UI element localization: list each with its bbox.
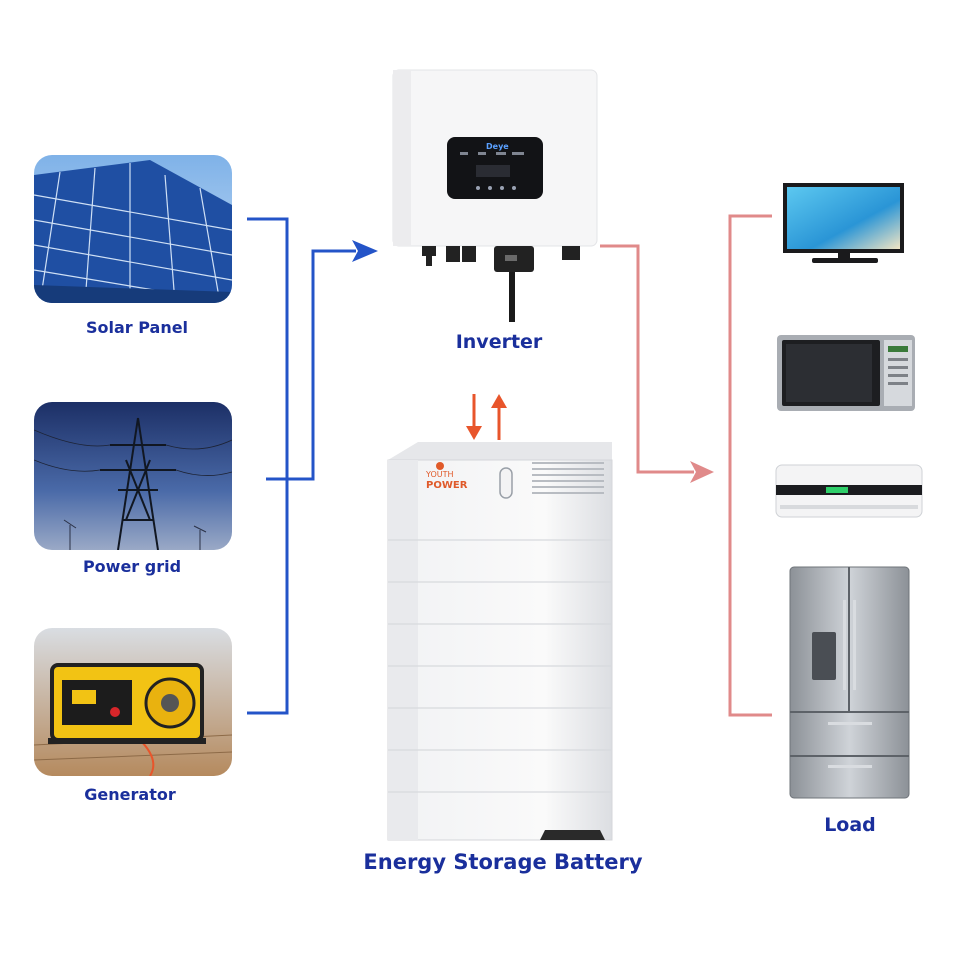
power-grid-tower-photo-icon bbox=[34, 402, 232, 550]
battery-brand-line1: YOUTH bbox=[426, 470, 454, 479]
generator-photo-icon bbox=[34, 628, 232, 776]
generator-label: Generator bbox=[84, 785, 176, 804]
output-arrow-icon bbox=[690, 461, 714, 483]
tv-icon bbox=[783, 183, 904, 263]
solar-panel-photo-icon bbox=[34, 155, 232, 303]
battery-flow-arrows-icon bbox=[466, 394, 507, 440]
power-grid-label: Power grid bbox=[82, 557, 182, 576]
solar-panel-label: Solar Panel bbox=[85, 318, 189, 337]
microwave-icon bbox=[777, 335, 915, 411]
inverter-device-icon bbox=[392, 69, 598, 322]
battery-brand-line2: POWER bbox=[426, 480, 468, 491]
refrigerator-icon bbox=[789, 566, 910, 799]
battery-cabinet-icon bbox=[387, 442, 613, 841]
load-label: Load bbox=[824, 814, 876, 836]
input-lines bbox=[247, 217, 356, 715]
input-arrow-icon bbox=[352, 240, 378, 262]
inverter-brand-mark: Deye bbox=[486, 142, 509, 151]
inverter-label: Inverter bbox=[455, 331, 543, 353]
air-conditioner-icon bbox=[775, 464, 923, 518]
battery-label: Energy Storage Battery bbox=[363, 850, 643, 874]
output-lines bbox=[600, 214, 772, 717]
